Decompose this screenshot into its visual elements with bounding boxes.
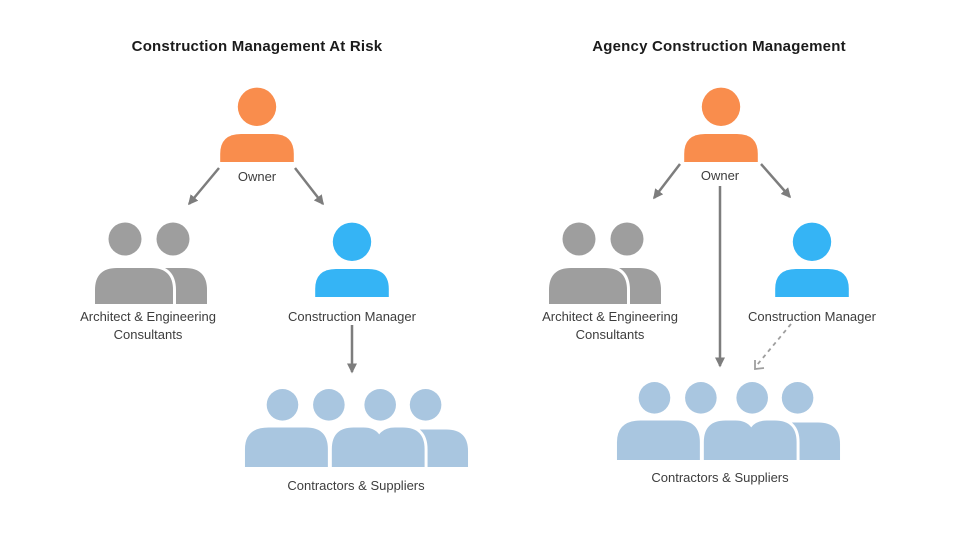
contractors-people-group-icon	[243, 388, 470, 467]
edge-owner-to-manager-arrow-icon	[760, 163, 791, 199]
manager-label: Construction Manager	[288, 309, 416, 324]
contractors-people-group-icon	[615, 381, 842, 460]
owner-label: Owner	[237, 169, 277, 184]
consultants-label: Architect & Engineering Consultants	[542, 308, 678, 344]
consultants-people-pair-icon	[95, 222, 215, 304]
owner-person-icon	[217, 86, 297, 162]
consultants-label-line2: Consultants	[575, 327, 645, 342]
edge-owner-to-manager-arrow-icon	[294, 167, 324, 206]
manager-person-icon	[772, 221, 852, 297]
edge-manager-to-contractors-dashed-arrow-icon	[756, 323, 792, 366]
owner-person-icon	[681, 86, 761, 162]
edge-owner-to-consultants-arrow-icon	[653, 163, 681, 200]
contractors-label: Contractors & Suppliers	[287, 478, 425, 493]
manager-label: Construction Manager	[748, 309, 876, 324]
edge-owner-to-consultants-arrow-icon	[188, 167, 220, 206]
consultants-label-line1: Architect & Engineering	[80, 309, 216, 324]
consultants-label: Architect & Engineering Consultants	[80, 308, 216, 344]
manager-person-icon	[312, 221, 392, 297]
consultants-label-line2: Consultants	[113, 327, 183, 342]
dashed-arrowhead-icon	[754, 360, 765, 371]
consultants-people-pair-icon	[549, 222, 669, 304]
diagram-title-cm-at-risk: Construction Management At Risk	[131, 38, 383, 55]
owner-label: Owner	[700, 168, 740, 183]
diagram-title-agency-cm: Agency Construction Management	[592, 38, 846, 55]
consultants-label-line1: Architect & Engineering	[542, 309, 678, 324]
contractors-label: Contractors & Suppliers	[651, 470, 789, 485]
